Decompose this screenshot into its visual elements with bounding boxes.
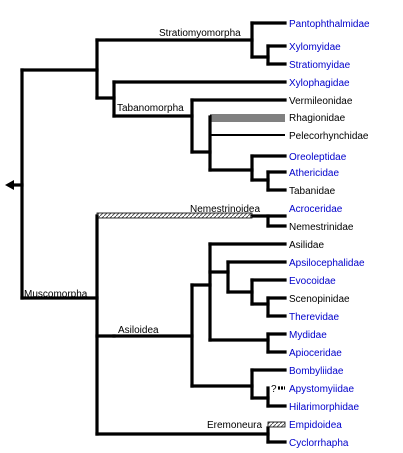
leaf-xylomyidae[interactable]: Xylomyidae xyxy=(289,42,341,53)
clade-label-eremoneura: Eremoneura xyxy=(207,420,262,431)
leaf-vermileonidae: Vermileonidae xyxy=(289,96,353,107)
rhagionidae-thin-branch xyxy=(210,114,285,122)
leaf-apioceridae[interactable]: Apioceridae xyxy=(289,348,342,359)
leaf-empidoidea[interactable]: Empidoidea xyxy=(289,420,342,431)
branch-lines xyxy=(12,21,287,444)
leaf-mydidae[interactable]: Mydidae xyxy=(289,330,327,341)
uncertain-branches xyxy=(96,114,286,428)
root-arrow-icon xyxy=(5,180,14,190)
leaf-scenopinidae: Scenopinidae xyxy=(289,294,350,305)
leaf-pantophthalmidae[interactable]: Pantophthalmidae xyxy=(289,19,370,30)
leaf-pelecorhynchidae: Pelecorhynchidae xyxy=(289,131,369,142)
leaf-labels: Pantophthalmidae Xylomyidae Stratiomyida… xyxy=(289,19,370,449)
leaf-athericidae[interactable]: Athericidae xyxy=(289,168,339,179)
leaf-asilidae: Asilidae xyxy=(289,240,324,251)
leaf-rhagionidae: Rhagionidae xyxy=(289,113,346,124)
leaf-nemestrinidae: Nemestrinidae xyxy=(289,222,354,233)
leaf-stratiomyidae[interactable]: Stratiomyidae xyxy=(289,60,351,71)
leaf-tabanidae: Tabanidae xyxy=(289,186,336,197)
clade-label-stratiomyomorpha: Stratiomyomorpha xyxy=(159,28,241,39)
clade-label-muscomorpha: Muscomorpha xyxy=(24,289,88,300)
leaf-therevidae[interactable]: Therevidae xyxy=(289,312,339,323)
leaf-oreoleptidae[interactable]: Oreoleptidae xyxy=(289,152,347,163)
empidoidea-hatched-branch xyxy=(267,421,286,428)
clade-label-asiloidea: Asiloidea xyxy=(118,325,159,336)
clade-labels: Stratiomyomorpha Tabanomorpha Nemestrino… xyxy=(24,28,277,431)
uncertainty-mark: ? xyxy=(271,384,277,395)
leaf-bombyliidae[interactable]: Bombyliidae xyxy=(289,366,344,377)
leaf-apystomyiidae[interactable]: Apystomyiidae xyxy=(289,384,354,395)
leaf-hilarimorphidae[interactable]: Hilarimorphidae xyxy=(289,402,359,413)
clade-label-nemestrinoidea: Nemestrinoidea xyxy=(190,204,260,215)
leaf-cyclorrhapha[interactable]: Cyclorrhapha xyxy=(289,438,349,449)
leaf-acroceridae[interactable]: Acroceridae xyxy=(289,204,343,215)
nemestrinoidea-hatched-branch xyxy=(96,212,253,219)
leaf-xylophagidae[interactable]: Xylophagidae xyxy=(289,78,350,89)
leaf-apsilocephalidae[interactable]: Apsilocephalidae xyxy=(289,258,365,269)
clade-label-tabanomorpha: Tabanomorpha xyxy=(117,103,184,114)
leaf-evocoidae[interactable]: Evocoidae xyxy=(289,276,336,287)
